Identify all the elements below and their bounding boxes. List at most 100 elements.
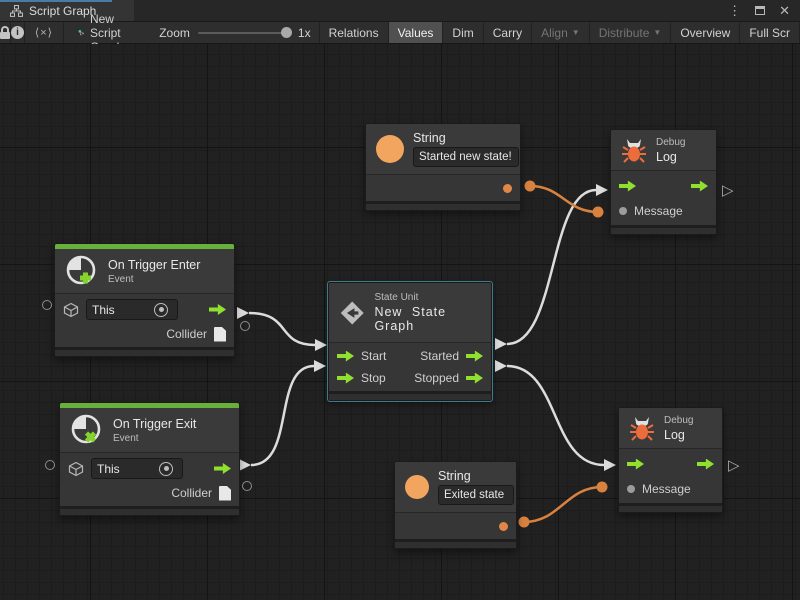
close-icon[interactable]: ✕ <box>779 3 790 18</box>
node-category: Debug <box>664 414 694 426</box>
flow-source-arrow[interactable] <box>237 307 249 319</box>
flow-output-port-started[interactable] <box>466 350 483 362</box>
flow-dest-arrow[interactable] <box>314 360 326 372</box>
collider-output-port[interactable] <box>242 481 252 491</box>
flow-dest-arrow[interactable] <box>604 459 616 471</box>
string-value-input[interactable] <box>413 147 519 167</box>
window-controls: ⋮ ✕ <box>728 0 800 21</box>
node-on-trigger-enter[interactable]: On Trigger Enter Event <box>54 243 235 357</box>
object-picker-icon[interactable] <box>154 302 168 317</box>
code-preview-button[interactable]: ⟨×⟩ <box>25 22 64 43</box>
graph-toolbar: i ⟨×⟩ New Script Graph Zoom 1x Relations… <box>0 12 800 54</box>
object-picker-icon[interactable] <box>159 461 173 476</box>
flow-dest-arrow[interactable] <box>596 184 608 196</box>
wire-string-to-message-top[interactable] <box>529 184 599 214</box>
wire-exit-to-stop[interactable] <box>250 364 315 467</box>
chevron-down-icon: ▼ <box>653 28 662 37</box>
value-dest-port[interactable] <box>596 481 608 493</box>
value-dest-port[interactable] <box>592 206 604 218</box>
toolbar-button-align[interactable]: Align▼ <box>532 22 590 43</box>
flow-output-port[interactable] <box>697 458 714 470</box>
flow-input-port-start[interactable] <box>337 350 354 362</box>
gameobject-cube-icon <box>68 461 84 476</box>
continuation-triangle-icon[interactable]: ▷ <box>728 457 740 474</box>
toolbar-button-values[interactable]: Values <box>388 22 444 43</box>
flow-input-port[interactable] <box>627 458 644 470</box>
node-footer <box>619 503 722 512</box>
toolbar-button-carry[interactable]: Carry <box>484 22 533 43</box>
port-label-stopped: Stopped <box>414 371 459 385</box>
value-source-port[interactable] <box>518 516 530 528</box>
event-icon <box>71 414 101 444</box>
target-object-input[interactable] <box>97 461 155 476</box>
info-icon: i <box>11 26 24 39</box>
menu-icon[interactable]: ⋮ <box>728 3 742 18</box>
tab-bar: Script Graph ⋮ ✕ <box>0 0 800 22</box>
collider-doc-icon <box>219 485 231 501</box>
tab-script-graph[interactable]: Script Graph <box>0 0 134 21</box>
zoom-slider-handle[interactable] <box>280 26 292 38</box>
flow-source-arrow[interactable] <box>239 459 251 471</box>
bug-icon <box>622 139 646 163</box>
message-input-port[interactable] <box>627 485 635 493</box>
collider-output-port[interactable] <box>240 321 250 331</box>
flow-source-arrow[interactable] <box>495 338 507 350</box>
flow-output-port[interactable] <box>691 180 708 192</box>
flow-dest-arrow[interactable] <box>315 339 327 351</box>
script-graph-icon <box>10 4 23 17</box>
wire-started-to-log[interactable] <box>506 188 597 346</box>
port-label-message: Message <box>642 482 691 496</box>
port-label-started: Started <box>420 349 459 363</box>
tab-title: Script Graph <box>29 3 97 18</box>
code-icon: ⟨×⟩ <box>34 27 53 39</box>
info-button[interactable]: i <box>11 22 25 43</box>
string-value-input[interactable] <box>438 485 514 505</box>
gameobject-input-port[interactable] <box>42 300 52 310</box>
node-state-unit[interactable]: State Unit New State Graph Start Started <box>327 281 493 402</box>
wire-stopped-to-log[interactable] <box>506 364 605 467</box>
target-object-input[interactable] <box>92 302 150 317</box>
flow-input-port-stop[interactable] <box>337 372 354 384</box>
gameobject-input-port[interactable] <box>45 460 55 470</box>
continuation-triangle-icon[interactable]: ▷ <box>722 182 734 199</box>
node-on-trigger-exit[interactable]: On Trigger Exit Event C <box>59 402 240 516</box>
zoom-slider[interactable] <box>197 26 292 38</box>
wire-string-to-message-bottom[interactable] <box>523 485 603 524</box>
flow-output-port-stopped[interactable] <box>466 372 483 384</box>
node-debug-log-top[interactable]: Debug Log Message <box>610 129 717 235</box>
node-subtitle: Event <box>108 273 134 285</box>
toolbar-button-relations[interactable]: Relations <box>320 22 389 43</box>
flow-output-port[interactable] <box>209 304 226 315</box>
node-string-bottom[interactable]: String <box>394 461 517 549</box>
gameobject-cube-icon <box>63 302 79 317</box>
wire-enter-to-start[interactable] <box>248 311 316 347</box>
node-string-top[interactable]: String <box>365 123 521 211</box>
flow-output-port[interactable] <box>214 463 231 474</box>
string-type-icon <box>405 475 429 499</box>
bug-icon <box>630 417 654 441</box>
node-debug-log-bottom[interactable]: Debug Log Message <box>618 407 723 513</box>
port-label-message: Message <box>634 204 683 218</box>
target-object-field[interactable] <box>86 299 178 320</box>
string-output-port[interactable] <box>499 521 508 531</box>
message-input-port[interactable] <box>619 207 627 215</box>
graph-canvas[interactable]: String Debug <box>0 44 800 600</box>
event-icon <box>66 255 96 285</box>
toolbar-button-dim[interactable]: Dim <box>443 22 484 43</box>
lock-button[interactable] <box>0 22 11 43</box>
port-label-stop: Stop <box>361 371 386 385</box>
node-footer <box>329 391 491 400</box>
flow-input-port[interactable] <box>619 180 636 192</box>
flow-source-arrow[interactable] <box>495 360 507 372</box>
value-source-port[interactable] <box>524 180 536 192</box>
maximize-icon[interactable] <box>755 6 766 15</box>
collider-doc-icon <box>214 326 226 342</box>
target-object-field[interactable] <box>91 458 183 479</box>
node-subtitle: Event <box>113 432 139 444</box>
toolbar-button-fullscreen[interactable]: Full Scr <box>740 22 800 43</box>
toolbar-button-overview[interactable]: Overview <box>671 22 741 43</box>
string-output-port[interactable] <box>503 183 512 193</box>
toolbar-button-distribute[interactable]: Distribute▼ <box>590 22 672 43</box>
node-title: On Trigger Exit <box>113 416 197 431</box>
